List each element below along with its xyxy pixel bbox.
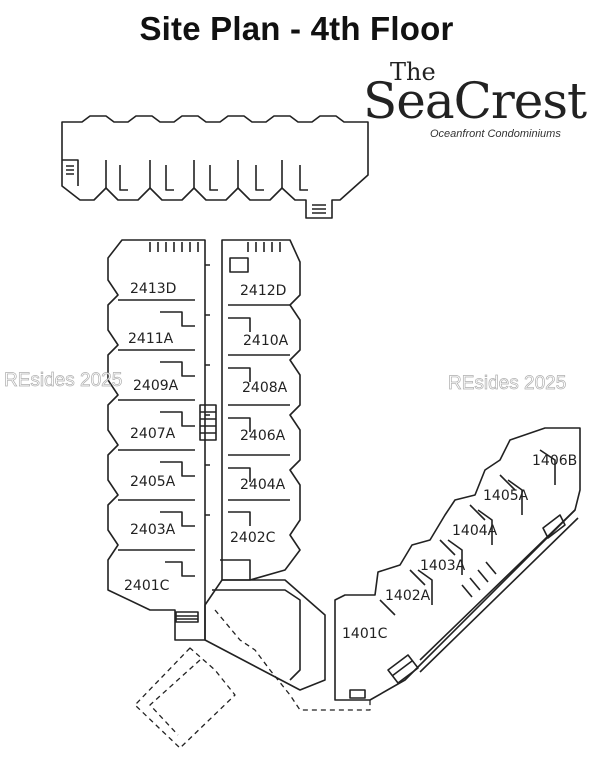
unit-labels: 2413D 2412D 2411A 2410A 2409A 2408A 2407… [124,281,577,642]
diagonal-wing [334,427,581,701]
unit-1401c: 1401C [342,626,388,642]
logo-subtitle: Oceanfront Condominiums [430,128,561,140]
unit-1404a: 1404A [452,523,498,539]
watermark-left: REsides 2025 [4,370,123,392]
top-building [61,115,369,219]
logo-name: SeaCrest [363,72,587,130]
tower-right-units [199,239,301,581]
unit-2407a: 2407A [130,426,176,442]
unit-2404a: 2404A [240,477,286,493]
unit-2409a: 2409A [133,378,179,394]
unit-2411a: 2411A [128,331,174,347]
unit-1403a: 1403A [420,558,466,574]
watermark-right: REsides 2025 [448,373,567,395]
lobby-connector [204,559,326,691]
pool-deck-outline [134,609,371,749]
unit-2410a: 2410A [243,333,289,349]
unit-2408a: 2408A [242,380,288,396]
unit-1405a: 1405A [483,488,529,504]
unit-2402c: 2402C [230,530,276,546]
unit-1406b: 1406B [532,453,577,469]
unit-2403a: 2403A [130,522,176,538]
tower-left-units [107,239,206,641]
unit-2405a: 2405A [130,474,176,490]
seacrest-logo: The SeaCrest Oceanfront Condominiums [360,58,587,144]
unit-2406a: 2406A [240,428,286,444]
unit-2401c: 2401C [124,578,170,594]
unit-2412d: 2412D [240,283,286,299]
page-title: Site Plan - 4th Floor [139,10,454,47]
unit-2413d: 2413D [130,281,176,297]
logo-the: The [390,58,436,86]
unit-1402a: 1402A [385,588,431,604]
